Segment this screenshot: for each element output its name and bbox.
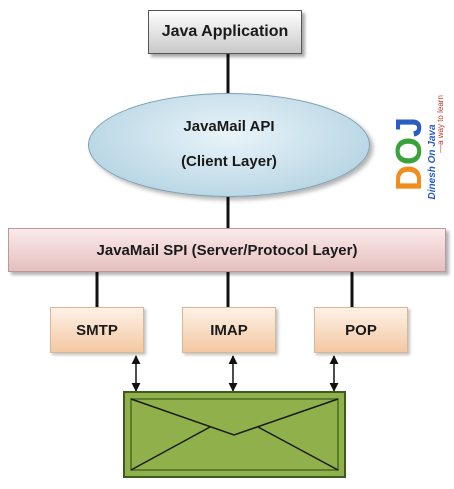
- logo-letters: DOJ: [388, 117, 429, 191]
- doj-logo: DOJ Dinesh On Java —a way to learn: [388, 95, 445, 199]
- java-application-box: Java Application: [148, 10, 302, 54]
- javamail-api-ellipse: [88, 93, 370, 197]
- javamail-spi-label: JavaMail SPI (Server/Protocol Layer): [96, 241, 358, 259]
- imap-label: IMAP: [210, 321, 248, 339]
- javamail-api-title: JavaMail API: [183, 118, 275, 135]
- pop-label: POP: [345, 321, 377, 339]
- logo-tagline: —a way to learn: [436, 95, 445, 153]
- pop-box: POP: [314, 307, 408, 353]
- client-layer-label: (Client Layer): [181, 153, 277, 170]
- envelope-icon: [123, 391, 346, 478]
- imap-box: IMAP: [182, 307, 276, 353]
- smtp-box: SMTP: [50, 307, 144, 353]
- logo-name: Dinesh On Java: [427, 124, 438, 199]
- javamail-spi-box: JavaMail SPI (Server/Protocol Layer): [8, 228, 446, 272]
- smtp-label: SMTP: [76, 321, 118, 339]
- java-application-label: Java Application: [161, 23, 289, 40]
